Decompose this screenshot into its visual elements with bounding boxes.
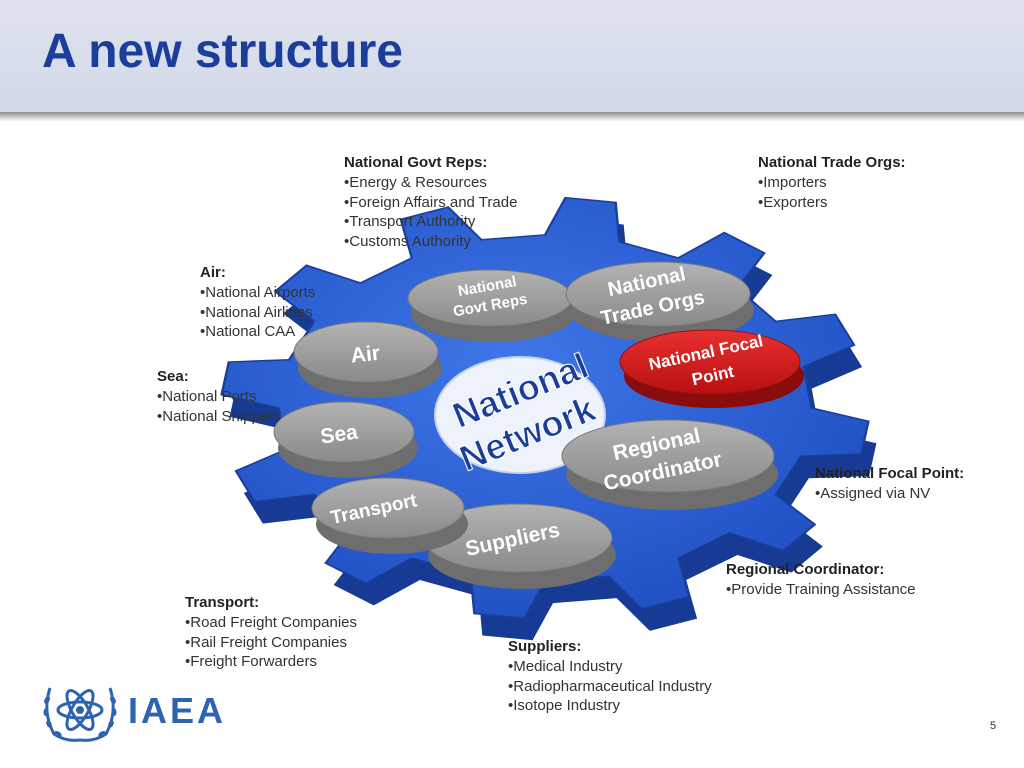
label-transport-item: •Road Freight Companies	[185, 613, 358, 631]
label-transport-heading: Transport:	[185, 594, 260, 611]
iaea-logo-text: IAEA	[128, 690, 227, 731]
iaea-logo: IAEA	[40, 680, 240, 744]
label-suppliers: Suppliers: •Medical Industry •Radiopharm…	[508, 637, 712, 716]
label-focal-heading: National Focal Point:	[815, 465, 965, 482]
label-air-item: •National Airlines	[200, 303, 313, 321]
disc-regional-coordinator: Regional Coordinator	[561, 419, 778, 510]
disc-national-focal-point: National Focal Point	[619, 329, 804, 408]
label-national-focal-point: National Focal Point: •Assigned via NV	[815, 464, 964, 504]
label-govt-item: •Foreign Affairs and Trade	[344, 193, 518, 211]
disc-sea: Sea	[273, 401, 418, 478]
label-transport: Transport: •Road Freight Companies •Rail…	[185, 593, 357, 672]
atom-laurel-icon	[43, 687, 117, 742]
label-govt-item: •Energy & Resources	[344, 173, 487, 191]
label-transport-item: •Freight Forwarders	[185, 653, 317, 671]
label-air: Air: •National Airports •National Airlin…	[200, 263, 315, 342]
label-transport-item: •Rail Freight Companies	[185, 633, 347, 651]
disc-air: Air	[293, 321, 442, 398]
label-suppliers-item: •Medical Industry	[508, 657, 623, 675]
label-national-govt-reps: National Govt Reps: •Energy & Resources …	[344, 153, 517, 252]
disc-suppliers: Suppliers	[423, 503, 616, 589]
label-focal-item: •Assigned via NV	[815, 484, 931, 502]
label-regional-coordinator: Regional Coordinator: •Provide Training …	[726, 560, 916, 600]
header-band	[0, 0, 1024, 112]
label-air-item: •National Airports	[200, 283, 316, 301]
label-regional-item: •Provide Training Assistance	[726, 580, 916, 598]
label-govt-heading: National Govt Reps:	[344, 154, 488, 171]
disc-sea-line1: Sea	[319, 421, 360, 449]
label-sea: Sea: •National Ports •National Shippers	[157, 367, 281, 426]
label-trade-item: •Importers	[758, 173, 827, 191]
disc-air-line1: Air	[350, 342, 381, 368]
page-number: 5	[990, 720, 997, 732]
label-suppliers-item: •Radiopharmaceutical Industry	[508, 677, 712, 695]
center-hub	[434, 356, 606, 474]
label-suppliers-item: •Isotope Industry	[508, 697, 620, 715]
label-govt-item: •Transport Authority	[344, 213, 476, 231]
label-air-heading: Air:	[200, 264, 226, 281]
page-title: A new structure	[42, 25, 403, 78]
label-sea-item: •National Shippers	[157, 407, 281, 425]
label-govt-item: •Customs Authority	[344, 233, 471, 251]
disc-transport: Transport	[311, 477, 468, 554]
label-regional-heading: Regional Coordinator:	[726, 561, 885, 578]
label-air-item: •National CAA	[200, 323, 296, 341]
label-suppliers-heading: Suppliers:	[508, 638, 582, 655]
header-rule	[0, 112, 1024, 122]
disc-national-govt-reps: National Govt Reps	[407, 269, 575, 342]
label-sea-item: •National Ports	[157, 387, 257, 405]
label-sea-heading: Sea:	[157, 368, 189, 385]
label-trade-heading: National Trade Orgs:	[758, 154, 906, 171]
label-national-trade-orgs: National Trade Orgs: •Importers •Exporte…	[758, 153, 906, 212]
label-trade-item: •Exporters	[758, 193, 828, 211]
disc-national-trade-orgs: National Trade Orgs	[565, 261, 754, 342]
